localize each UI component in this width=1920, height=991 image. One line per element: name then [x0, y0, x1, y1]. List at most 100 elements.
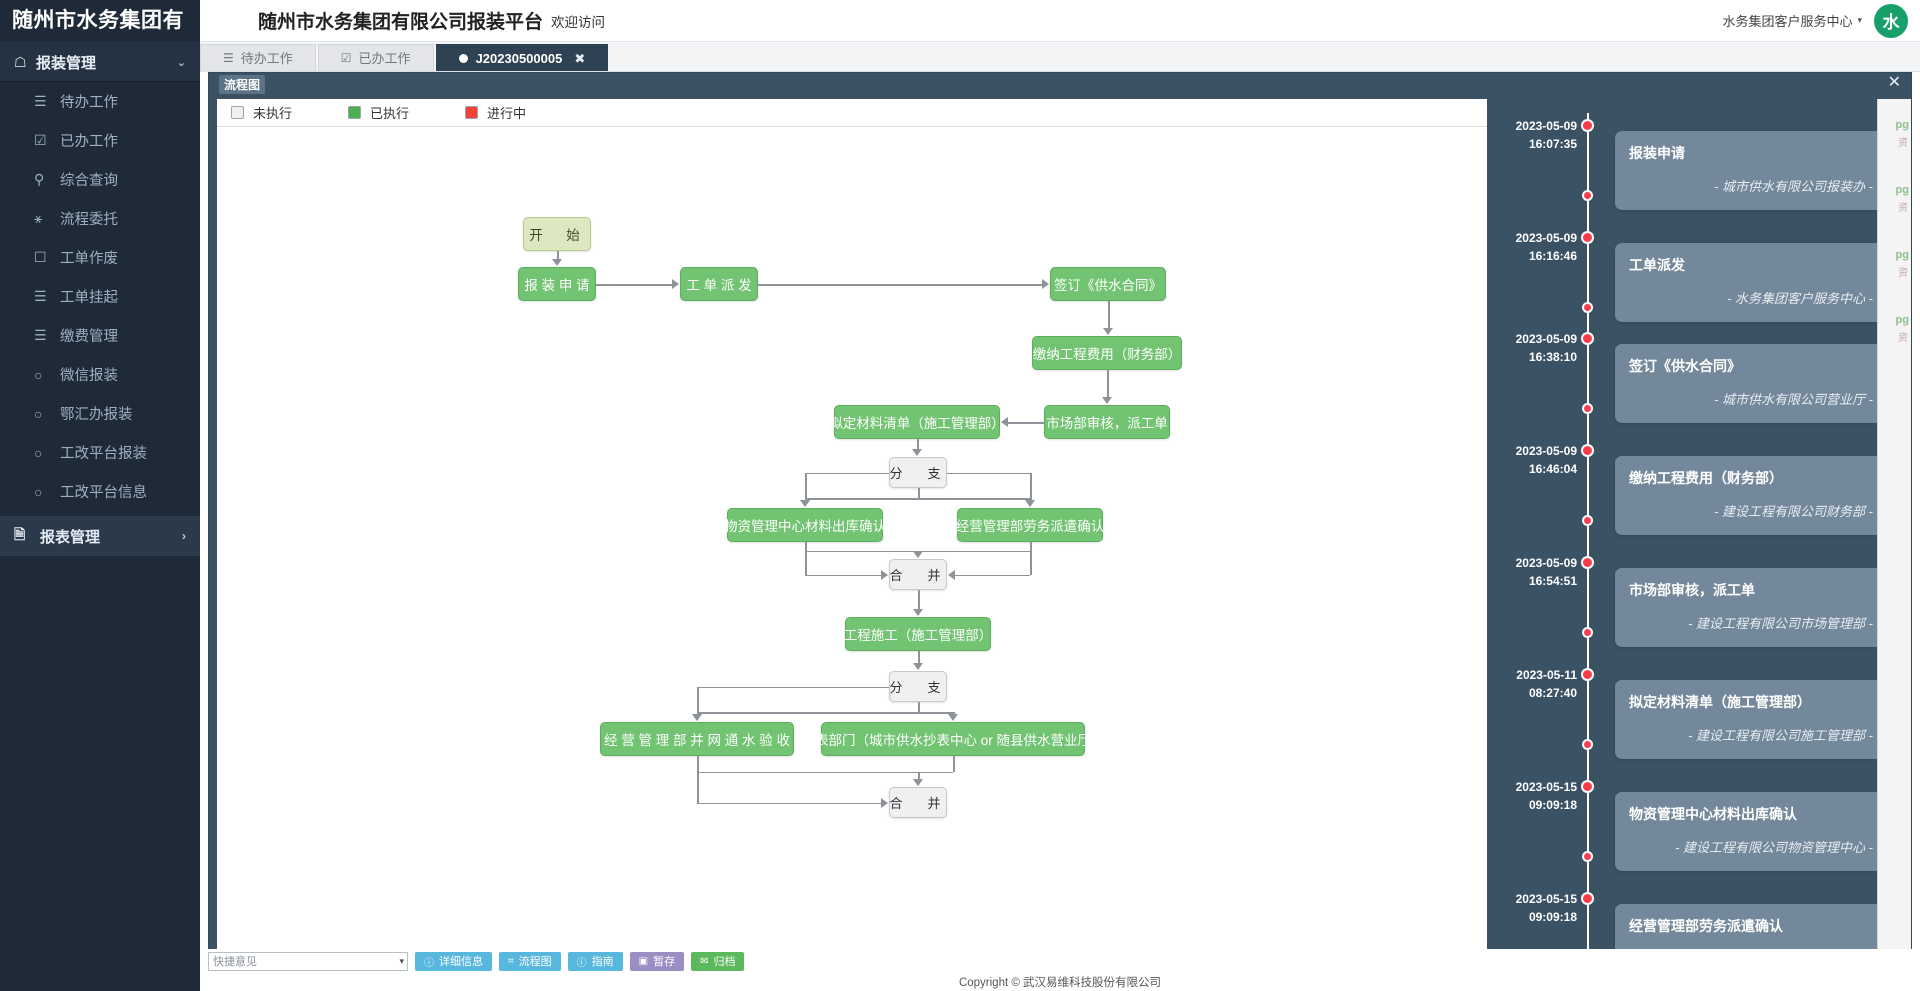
timeline-card[interactable]: 经营管理部劳务派遣确认- 建设工程有限公司经营管理部 - [1615, 904, 1887, 957]
flow-edge-7-h [805, 498, 918, 500]
guide-icon: ⓘ [576, 957, 587, 969]
sidebar-group-baozhuang[interactable]: ☖ 报装管理 ⌄ [0, 42, 200, 82]
timeline-date: 2023-05-15 [1515, 780, 1577, 794]
sidebar-item-9[interactable]: ○工改平台报装 [0, 433, 200, 472]
flow-node-n4[interactable]: 签订《供水合同》 [1050, 267, 1166, 301]
sidebar-item-6[interactable]: ☰缴费管理 [0, 316, 200, 355]
flow-node-label: 合 并 [889, 568, 947, 583]
tab-2[interactable]: J20230500005✖ [435, 44, 609, 71]
sidebar-item-baobiao-guanli[interactable]: 🗎 报表管理 › [0, 516, 200, 556]
arrow-head-icon [1102, 397, 1112, 404]
quick-opinion-placeholder: 快捷意见 [213, 956, 257, 968]
ghost-label: pg [1895, 249, 1909, 261]
timeline-card-org: - 城市供水有限公司营业厅 - [1714, 392, 1873, 407]
legend-item-1: 已执行 [348, 103, 409, 122]
flow-edge-10-h [918, 550, 1030, 552]
toolbar-button-4[interactable]: ✉归档 [691, 951, 745, 971]
legend-label: 未执行 [253, 106, 293, 121]
flow-edge-merge-v [805, 542, 807, 575]
flow-node-n13[interactable]: 分 支 [889, 671, 947, 702]
flow-node-n8[interactable]: 分 支 [889, 457, 947, 488]
close-icon[interactable]: ✖ [574, 50, 586, 66]
timeline-card-title: 拟定材料清单（施工管理部） [1629, 694, 1811, 710]
sidebar-item-2[interactable]: ⚲综合查询 [0, 160, 200, 199]
sidebar-item-0[interactable]: ☰待办工作 [0, 82, 200, 121]
timeline-card[interactable]: 签订《供水合同》- 城市供水有限公司营业厅 - [1615, 344, 1887, 423]
chevron-down-icon[interactable]: ▾ [1857, 15, 1862, 25]
flow-node-label: 工程施工（施工管理部） [843, 628, 993, 643]
toolbar-button-label: 流程图 [518, 956, 552, 968]
flow-node-label: 签订《供水合同》 [1054, 278, 1162, 293]
flow-node-n12[interactable]: 工程施工（施工管理部） [843, 617, 993, 651]
flow-node-n14[interactable]: 经 营 管 理 部 并 网 通 水 验 收 [600, 722, 794, 756]
timeline-dot [1581, 231, 1594, 244]
sidebar-item-label: 流程委托 [60, 212, 118, 228]
flow-node-n3[interactable]: 工 单 派 发 [680, 267, 758, 301]
chat-icon: ○ [34, 405, 43, 422]
chevron-down-icon: ⌄ [176, 56, 186, 69]
legend: 未执行已执行进行中 [217, 99, 1487, 127]
sidebar: 随州市水务集团有 ☖ 报装管理 ⌄ ☰待办工作☑已办工作⚲综合查询⚹流程委托☐工… [0, 0, 200, 991]
tab-0[interactable]: ☰待办工作 [200, 44, 316, 71]
sidebar-item-5[interactable]: ☰工单挂起 [0, 277, 200, 316]
flow-node-n2[interactable]: 报 装 申 请 [518, 267, 596, 301]
timeline-card-title: 市场部审核，派工单 [1629, 582, 1755, 598]
sidebar-item-3[interactable]: ⚹流程委托 [0, 199, 200, 238]
flow-node-n11[interactable]: 合 并 [889, 559, 947, 590]
avatar[interactable]: 水 [1874, 3, 1908, 38]
flow-edge-14-v2 [953, 712, 955, 715]
flow-edge-16-v1 [953, 756, 955, 772]
toolbar-button-3[interactable]: ▣暂存 [629, 951, 685, 971]
timeline-dot-end [1582, 627, 1593, 638]
arrow-head-icon [1103, 328, 1113, 335]
flow-node-n15[interactable]: 抄表部门（城市供水抄表中心 or 随县供水营业厅） [802, 722, 1105, 756]
header-right: 水务集团客户服务中心 ▾ 水 [1722, 3, 1920, 38]
close-icon[interactable]: ✕ [1887, 74, 1901, 91]
flow-edge-8-h [918, 498, 1030, 500]
flow-node-n5[interactable]: 缴纳工程费用（财务部） [1032, 336, 1182, 370]
sidebar-item-4[interactable]: ☐工单作废 [0, 238, 200, 277]
flow-node-n16[interactable]: 合 并 [889, 787, 947, 818]
timeline-card-title: 缴纳工程费用（财务部） [1629, 470, 1783, 486]
timeline-card[interactable]: 市场部审核，派工单- 建设工程有限公司市场管理部 - [1615, 568, 1887, 647]
sidebar-item-1[interactable]: ☑已办工作 [0, 121, 200, 160]
timeline-card[interactable]: 拟定材料清单（施工管理部）- 建设工程有限公司施工管理部 - [1615, 680, 1887, 759]
sidebar-item-8[interactable]: ○鄂汇办报装 [0, 394, 200, 433]
flow-edge-merge-h [954, 574, 1030, 576]
timeline-card-title: 经营管理部劳务派遣确认 [1629, 918, 1783, 934]
timeline-card[interactable]: 报装申请- 城市供水有限公司报装办 - [1615, 131, 1887, 210]
sidebar-item-7[interactable]: ○微信报装 [0, 355, 200, 394]
timeline-dot [1581, 668, 1594, 681]
timeline-card[interactable]: 工单派发- 水务集团客户服务中心 - [1615, 243, 1887, 322]
tab-1[interactable]: ☑已办工作 [317, 44, 434, 71]
flow-node-n1[interactable]: 开 始 [523, 217, 591, 251]
legend-item-0: 未执行 [231, 103, 292, 122]
flow-node-n10[interactable]: 经营管理部劳务派遣确认 [956, 508, 1104, 542]
flow-edge-9-h [805, 550, 918, 552]
toolbar-button-1[interactable]: ⌗流程图 [499, 951, 561, 971]
sidebar-item-label: 待办工作 [60, 95, 118, 111]
quick-opinion-select[interactable]: 快捷意见 ▾ [208, 951, 408, 971]
chat-icon: ○ [34, 483, 43, 500]
chat-icon: ○ [34, 366, 43, 383]
panel-header: 流程图 ✕ [209, 73, 1911, 95]
flow-edge-14-v1 [918, 702, 920, 712]
user-name[interactable]: 水务集团客户服务中心 [1722, 14, 1853, 29]
flow-node-n7[interactable]: 拟定材料清单（施工管理部） [829, 405, 1005, 439]
timeline-card[interactable]: 物资管理中心材料出库确认- 建设工程有限公司物资管理中心 - [1615, 792, 1887, 871]
sidebar-section-label: 报表管理 [40, 528, 101, 546]
flow-edge-merge-h [697, 802, 882, 804]
timeline-dot [1581, 556, 1594, 569]
file-pause-icon: ☰ [34, 288, 47, 304]
arrow-head-icon [1042, 279, 1049, 289]
timeline-card[interactable]: 缴纳工程费用（财务部）- 建设工程有限公司财务部 - [1615, 456, 1887, 535]
flowchart: 开 始报 装 申 请 工 单 派 发 签订《供水合同》缴纳工程费用（财务部） 市场部审… [217, 127, 1487, 957]
timeline-dot [1581, 119, 1594, 132]
flow-node-n9[interactable]: 物资管理中心材料出库确认 [724, 508, 886, 542]
flow-node-n6[interactable]: 市场部审核，派工单 [1044, 405, 1170, 439]
sidebar-item-10[interactable]: ○工改平台信息 [0, 472, 200, 511]
